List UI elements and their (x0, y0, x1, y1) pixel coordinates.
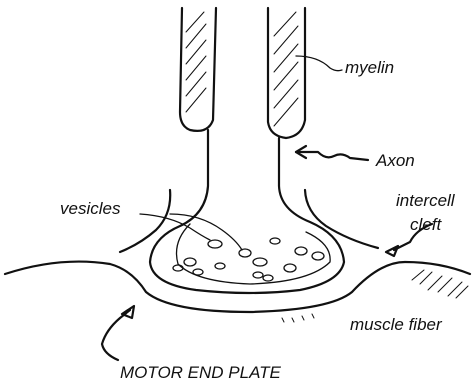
vesicle (173, 265, 183, 271)
vesicle (215, 263, 225, 269)
vesicles-leader-line (170, 214, 242, 250)
myelin-sheath-left (180, 8, 216, 131)
synaptic-vesicles (173, 238, 324, 281)
axon-label: Axon (375, 151, 415, 170)
vesicle (270, 238, 280, 244)
motor-end-plate-arrow (102, 306, 134, 360)
vesicle (253, 258, 267, 266)
myelin-leader-line (296, 56, 342, 71)
vesicle (295, 247, 307, 255)
vesicle (312, 252, 324, 260)
muscle-fiber-label: muscle fiber (350, 315, 443, 334)
vesicle (208, 240, 222, 248)
cleft-label: cleft (410, 215, 442, 234)
vesicle (284, 264, 296, 272)
motor-end-plate-label: MOTOR END PLATE (120, 363, 282, 382)
vesicle (193, 269, 203, 275)
vesicles-label: vesicles (60, 199, 121, 218)
vesicle (253, 272, 263, 278)
myelin-label: myelin (345, 58, 394, 77)
axon-arrow (296, 146, 368, 160)
myelin-sheath-right (268, 8, 305, 138)
intercell-label: intercell (396, 191, 456, 210)
vesicle (263, 275, 273, 281)
vesicle (239, 249, 251, 257)
vesicle (184, 258, 196, 266)
